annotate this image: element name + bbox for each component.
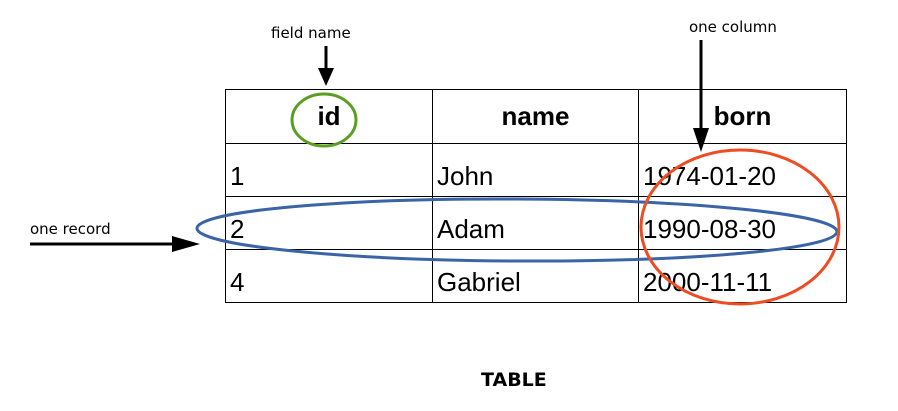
header-id: id xyxy=(225,89,433,144)
cell-id: 1 xyxy=(225,143,433,197)
cell-name: Gabriel xyxy=(432,249,639,303)
one-column-label: one column xyxy=(689,18,777,36)
header-born: born xyxy=(638,89,847,144)
cell-id: 2 xyxy=(225,196,433,250)
cell-born: 2000-11-11 xyxy=(638,249,847,303)
diagram-caption: TABLE xyxy=(481,369,547,391)
cell-born: 1990-08-30 xyxy=(638,196,847,250)
data-table: id name born 1 John 1974-01-20 2 Adam 19… xyxy=(225,89,847,303)
table-row: 4 Gabriel 2000-11-11 xyxy=(225,249,847,303)
cell-name: Adam xyxy=(432,196,639,250)
field-name-arrow xyxy=(318,46,334,86)
field-name-label: field name xyxy=(271,24,351,42)
cell-name: John xyxy=(432,143,639,197)
cell-born: 1974-01-20 xyxy=(638,143,847,197)
one-record-label: one record xyxy=(30,220,111,238)
header-row: id name born xyxy=(225,89,847,144)
table-row: 2 Adam 1990-08-30 xyxy=(225,196,847,250)
header-name: name xyxy=(432,89,639,144)
one-record-arrow xyxy=(30,236,200,252)
cell-id: 4 xyxy=(225,249,433,303)
table-row: 1 John 1974-01-20 xyxy=(225,143,847,197)
